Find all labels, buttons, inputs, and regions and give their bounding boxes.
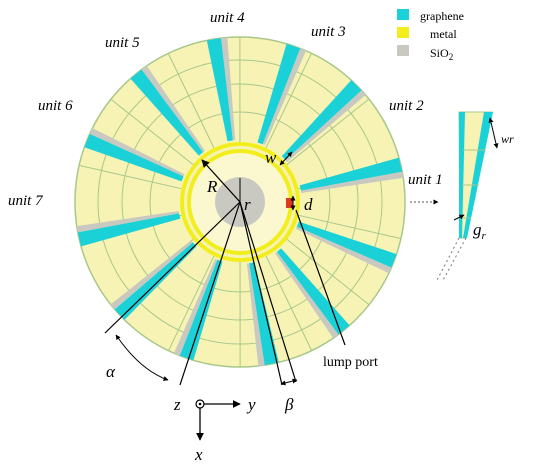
gr-arrow xyxy=(453,214,465,221)
graphene-strip xyxy=(114,242,197,320)
label-y: y xyxy=(246,395,256,414)
graphene-strip xyxy=(299,157,403,191)
label-R: R xyxy=(206,177,218,196)
w-arrow xyxy=(279,151,293,166)
label-gr: gr xyxy=(473,220,487,242)
sector-divider xyxy=(78,164,182,190)
label-wr: wr xyxy=(501,132,514,146)
unit-label-4: unit 4 xyxy=(210,10,245,26)
unit-label-5: unit 5 xyxy=(105,35,140,51)
graphene-strip xyxy=(77,213,181,247)
zoom-graphene-right xyxy=(463,112,493,238)
dimension-lines xyxy=(104,151,439,386)
label-r: r xyxy=(244,195,251,214)
lump-port-leader xyxy=(295,209,346,346)
sio2-strip xyxy=(285,90,366,162)
label-beta: β xyxy=(284,395,294,414)
graphene-strip xyxy=(179,259,223,361)
sector-divider xyxy=(265,53,312,149)
label-w: w xyxy=(265,148,277,167)
sio2-strip xyxy=(295,226,392,274)
sector-divider xyxy=(167,53,215,149)
graphene-strip xyxy=(257,43,301,145)
sector-divider xyxy=(298,214,402,240)
label-lump-port: lump port xyxy=(323,355,378,370)
sio2-strip xyxy=(300,171,404,193)
sio2-strip xyxy=(76,211,180,233)
beta-line-1 xyxy=(239,201,283,386)
symbol-labels: R r w d α β z y x lump port wr gr xyxy=(106,132,514,464)
sector-divider xyxy=(265,255,313,351)
sector-divider xyxy=(168,255,215,351)
graphene-strip xyxy=(84,133,184,182)
label-alpha: α xyxy=(106,362,116,381)
coordinate-axes xyxy=(195,399,241,441)
legend-label-graphene: graphene xyxy=(420,9,464,23)
zoom-dotted-left xyxy=(435,237,460,283)
unit-label-2: unit 2 xyxy=(389,98,424,114)
sector-divider xyxy=(286,98,370,165)
R-line xyxy=(201,159,241,203)
sio2-strip xyxy=(89,128,185,177)
unit-label-6: unit 6 xyxy=(38,98,73,114)
unit-label-7: unit 7 xyxy=(8,193,44,209)
graphene-strip xyxy=(276,248,350,335)
alpha-line-2 xyxy=(179,201,241,386)
graphene-strip xyxy=(206,38,233,142)
antenna-disk xyxy=(74,36,406,368)
label-z: z xyxy=(173,395,181,414)
alpha-line-1 xyxy=(104,201,241,334)
sio2-strip xyxy=(110,240,193,310)
z-axis-center xyxy=(198,402,202,406)
graphene-strip xyxy=(281,80,362,161)
unit-label-3: unit 3 xyxy=(311,24,346,40)
legend-swatch-sio2 xyxy=(397,45,409,56)
beta-arrow xyxy=(280,378,298,386)
legend-swatch-metal xyxy=(397,27,409,38)
unit-labels: unit 1 unit 2 unit 3 unit 4 unit 5 unit … xyxy=(8,10,443,209)
metal-ring-outer xyxy=(180,142,300,262)
graphene-strip xyxy=(130,69,204,156)
unit-label-1: unit 1 xyxy=(408,172,443,188)
graphene-strip xyxy=(296,221,397,268)
legend: graphene metal SiO2 xyxy=(397,9,464,62)
sector-divider xyxy=(286,238,370,306)
ring-arc xyxy=(97,59,383,345)
label-d: d xyxy=(304,195,313,214)
sio2-strip xyxy=(173,258,218,356)
zoom-graphene-left xyxy=(459,112,465,238)
label-x: x xyxy=(194,445,203,464)
sio2-strip xyxy=(275,251,339,339)
concentric-arcs xyxy=(97,59,383,345)
sio2-strip xyxy=(246,263,265,366)
wr-arrow xyxy=(488,117,499,149)
legend-label-metal: metal xyxy=(430,27,457,41)
sio2-strip xyxy=(221,37,236,141)
lump-port-marker xyxy=(286,198,293,208)
alpha-arc xyxy=(115,334,169,381)
sio2-strip xyxy=(262,48,307,146)
sector-divider xyxy=(110,98,194,166)
beta-line-2 xyxy=(239,201,297,383)
ring-arc xyxy=(149,111,331,293)
legend-swatch-graphene xyxy=(397,9,409,20)
unit1-zoom-wedge xyxy=(435,111,499,283)
ring-arc xyxy=(121,83,359,321)
zoom-dotted-right xyxy=(441,237,467,283)
legend-label-sio2: SiO2 xyxy=(430,46,453,62)
sio2-strip xyxy=(141,65,205,153)
